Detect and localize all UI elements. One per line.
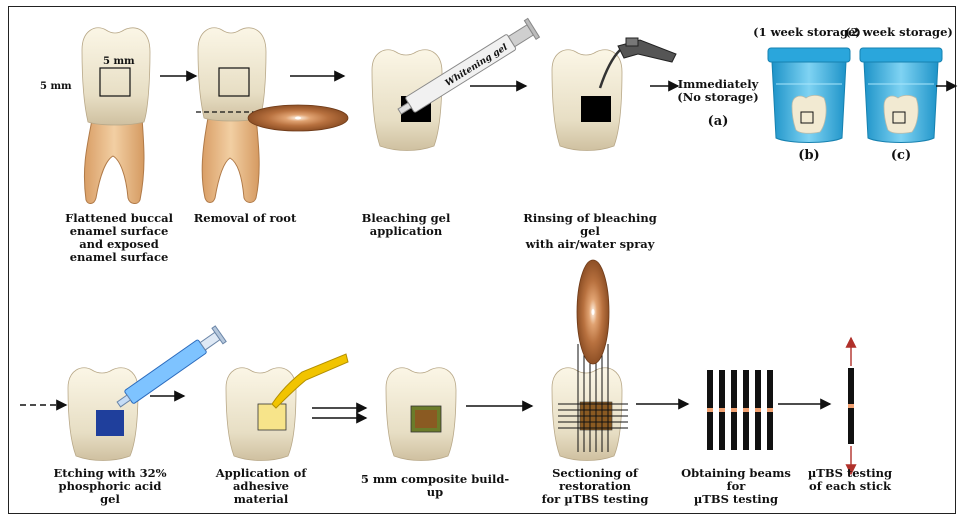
dimension-label-vertical: 5 mm (40, 81, 72, 92)
caption-root-removal: Removal of root (190, 212, 300, 225)
dimension-label-horizontal: 5 mm (103, 56, 135, 67)
storage-one-week-letter: (b) (784, 149, 834, 162)
caption-beams: Obtaining beams for µTBS testing (674, 467, 798, 506)
tooth-rinsing (552, 50, 622, 151)
caption-sectioning: Sectioning of restoration for µTBS testi… (520, 467, 670, 506)
caption-bleaching-gel: Bleaching gel application (346, 212, 466, 238)
storage-cup-1-week (768, 48, 850, 143)
caption-flattened-enamel: Flattened buccal enamel surface and expo… (64, 212, 174, 264)
bleach-square (581, 96, 611, 122)
caption-utbs-testing: µTBS testing of each stick (800, 467, 900, 493)
beams (707, 370, 773, 450)
etch-square (96, 410, 124, 436)
tooth-etching (68, 368, 138, 461)
tooth-adhesive (226, 368, 296, 461)
tooth-composite (386, 368, 456, 461)
storage-two-week-letter: (c) (876, 149, 926, 162)
adhesive-square (258, 404, 286, 430)
caption-adhesive: Application of adhesive material (206, 467, 316, 506)
storage-immediate-text: Immediately (No storage) (674, 78, 762, 104)
sectioning-disc-icon (577, 260, 609, 364)
tooth-with-root-1: 5 mm 5 mm (40, 28, 150, 204)
etching-syringe-icon (114, 326, 226, 413)
syringe-label: Whitening gel (444, 42, 510, 89)
cutting-disc-icon (248, 105, 348, 131)
composite-square (415, 410, 437, 428)
caption-composite: 5 mm composite build-up (360, 473, 510, 499)
caption-rinsing: Rinsing of bleaching gel with air/water … (520, 212, 660, 251)
storage-cup-2-week (860, 48, 942, 143)
storage-two-week-title: (2 week storage) (844, 26, 954, 39)
caption-etching: Etching with 32% phosphoric acid gel (50, 467, 170, 506)
single-stick (848, 338, 854, 474)
storage-immediate-letter: (a) (674, 115, 762, 128)
